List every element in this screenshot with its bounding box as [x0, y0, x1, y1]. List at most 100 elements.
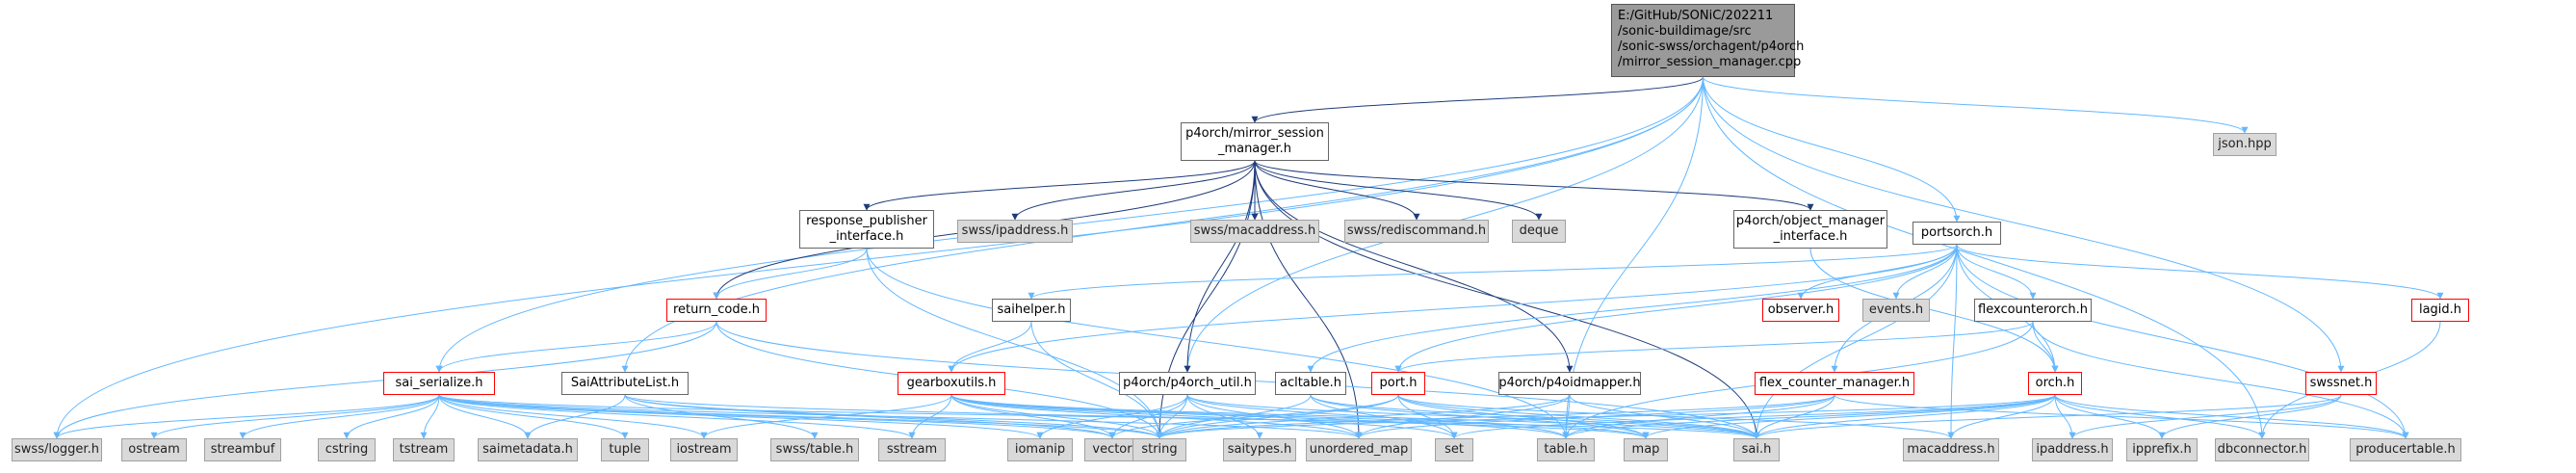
edge-flexcounterorch-to-orch	[2032, 321, 2059, 373]
edge-response_publisher-to-return_code	[713, 248, 868, 300]
node-deque[interactable]: deque	[1512, 220, 1566, 243]
edge-orch-to-table	[1562, 394, 2056, 439]
node-gearboxutils[interactable]: gearboxutils.h	[898, 372, 1005, 395]
node-observer[interactable]: observer.h	[1762, 299, 1839, 322]
edge-response_publisher-to-table	[866, 248, 1570, 439]
node-sai[interactable]: sai.h	[1733, 438, 1780, 461]
edge-p4orch_util-to-saitypes	[1186, 394, 1263, 439]
edge-sai_serialize-to-sai	[438, 394, 1760, 439]
node-map[interactable]: map	[1624, 438, 1668, 461]
node-root[interactable]: E:/GitHub/SONiC/202211 /sonic-buildimage…	[1611, 4, 1804, 77]
node-portsorch[interactable]: portsorch.h	[1912, 222, 2001, 245]
edge-orch-to-map	[1642, 394, 2056, 439]
edge-p4orch_util-to-iomanip	[1036, 394, 1188, 439]
node-producertable[interactable]: producertable.h	[2350, 438, 2461, 461]
node-cstring[interactable]: cstring	[318, 438, 376, 461]
edge-sai_serialize-to-tstream	[420, 394, 440, 439]
edge-portsorch-to-flexcounterorch	[1956, 244, 2037, 300]
node-iomanip[interactable]: iomanip	[1007, 438, 1073, 461]
node-sai-serialize[interactable]: sai_serialize.h	[383, 372, 495, 395]
edge-p4orch_util-to-vector	[1108, 394, 1188, 439]
node-macaddress[interactable]: macaddress.h	[1903, 438, 1999, 461]
node-p4oidmapper[interactable]: p4orch/p4oidmapper.h	[1498, 372, 1641, 395]
edge-gearboxutils-to-sstream	[908, 394, 952, 439]
node-ipprefix[interactable]: ipprefix.h	[2126, 438, 2198, 461]
edge-mirror_session_manager-to-response_publisher	[863, 160, 1256, 211]
edge-portsorch-to-acltable	[1307, 244, 1958, 373]
node-response-publisher[interactable]: response_publisher _interface.h	[799, 210, 934, 249]
node-dbconnector[interactable]: dbconnector.h	[2215, 438, 2309, 461]
edge-gearboxutils-to-sai	[950, 394, 1760, 439]
edge-port-to-macaddress	[1397, 394, 1955, 439]
edge-orch-to-ipprefix	[2054, 394, 2166, 439]
edge-gearboxutils-to-string	[950, 394, 1163, 439]
edge-sai_serialize-to-vector	[438, 394, 1116, 439]
node-saitypes[interactable]: saitypes.h	[1223, 438, 1296, 461]
edge-port-to-set	[1397, 394, 1458, 439]
node-ipaddress[interactable]: ipaddress.h	[2032, 438, 2113, 461]
node-swss-rediscommand[interactable]: swss/rediscommand.h	[1344, 220, 1489, 243]
edge-portsorch-to-sai	[1753, 244, 1958, 439]
node-mirror-session-manager[interactable]: p4orch/mirror_session _manager.h	[1181, 122, 1329, 161]
edge-flex_counter_manager-to-string	[1156, 394, 1835, 439]
node-iostream[interactable]: iostream	[670, 438, 738, 461]
edge-orch-to-dbconnector	[2054, 394, 2266, 439]
edge-sai_serialize-to-saimetadata	[438, 394, 532, 439]
node-swssnet[interactable]: swssnet.h	[2305, 372, 2377, 395]
edge-mirror_session_manager-to-swss_rediscommand	[1254, 160, 1420, 221]
edge-orch-to-string	[1156, 394, 2056, 439]
edge-root-to-swssnet	[1703, 76, 2345, 373]
edge-portsorch-to-port	[1394, 244, 1958, 373]
node-p4orch-util[interactable]: p4orch/p4orch_util.h	[1119, 372, 1256, 395]
node-saiattributelist[interactable]: SaiAttributeList.h	[561, 372, 689, 395]
node-set[interactable]: set	[1435, 438, 1473, 461]
edge-SaiAttributeList-to-vector	[624, 394, 1116, 439]
edge-sai_serialize-to-tuple	[438, 394, 629, 439]
edge-return_code-to-sai_serialize	[435, 321, 717, 373]
edge-sai_serialize-to-swss_logger	[53, 394, 440, 439]
edge-sai_serialize-to-cstring	[343, 394, 440, 439]
node-json[interactable]: json.hpp	[2213, 133, 2277, 156]
node-object-manager[interactable]: p4orch/object_manager _interface.h	[1733, 210, 1887, 249]
node-swss-ipaddress[interactable]: swss/ipaddress.h	[957, 220, 1073, 243]
node-string[interactable]: string	[1132, 438, 1186, 461]
node-flexcounterorch[interactable]: flexcounterorch.h	[1974, 299, 2092, 322]
node-swss-logger[interactable]: swss/logger.h	[12, 438, 102, 461]
node-saihelper[interactable]: saihelper.h	[992, 299, 1071, 322]
edge-SaiAttributeList-to-map	[624, 394, 1650, 439]
node-acltable[interactable]: acltable.h	[1275, 372, 1346, 395]
edge-sai_serialize-to-sstream	[438, 394, 916, 439]
node-return-code[interactable]: return_code.h	[666, 299, 767, 322]
node-tstream[interactable]: tstream	[393, 438, 455, 461]
edge-orch-to-producertable	[2054, 394, 2409, 439]
edge-root-to-swss_logger	[53, 76, 1704, 439]
edge-mirror_session_manager-to-object_manager	[1254, 160, 1814, 211]
edge-flex_counter_manager-to-sai	[1753, 394, 1835, 439]
node-swss-table[interactable]: swss/table.h	[770, 438, 859, 461]
node-swss-macaddress[interactable]: swss/macaddress.h	[1190, 220, 1319, 243]
edge-root-to-portsorch	[1703, 76, 1961, 223]
node-lagid[interactable]: lagid.h	[2411, 299, 2469, 322]
edge-port-to-map	[1397, 394, 1650, 439]
node-saimetadata[interactable]: saimetadata.h	[478, 438, 578, 461]
edge-flex_counter_manager-to-table	[1562, 394, 1835, 439]
edge-root-to-dbconnector	[1703, 76, 2266, 439]
edge-flexcounterorch-to-producertable	[2032, 321, 2409, 439]
edge-mirror_session_manager-to-p4orch_util	[1184, 160, 1256, 373]
edge-mirror_session_manager-to-sai	[1254, 160, 1760, 439]
edge-portsorch-to-macaddress	[1947, 244, 1958, 439]
node-unordered-map[interactable]: unordered_map	[1306, 438, 1412, 461]
edge-acltable-to-set	[1310, 394, 1458, 439]
node-ostream[interactable]: ostream	[121, 438, 187, 461]
node-flex-counter-manager[interactable]: flex_counter_manager.h	[1755, 372, 1914, 395]
node-table[interactable]: table.h	[1537, 438, 1595, 461]
node-sstream[interactable]: sstream	[878, 438, 946, 461]
node-events[interactable]: events.h	[1862, 299, 1930, 322]
edge-SaiAttributeList-to-swss_table	[624, 394, 819, 439]
node-orch[interactable]: orch.h	[2028, 372, 2082, 395]
node-tuple[interactable]: tuple	[601, 438, 649, 461]
node-port[interactable]: port.h	[1371, 372, 1425, 395]
edge-orch-to-sai	[1753, 394, 2056, 439]
node-streambuf[interactable]: streambuf	[204, 438, 281, 461]
